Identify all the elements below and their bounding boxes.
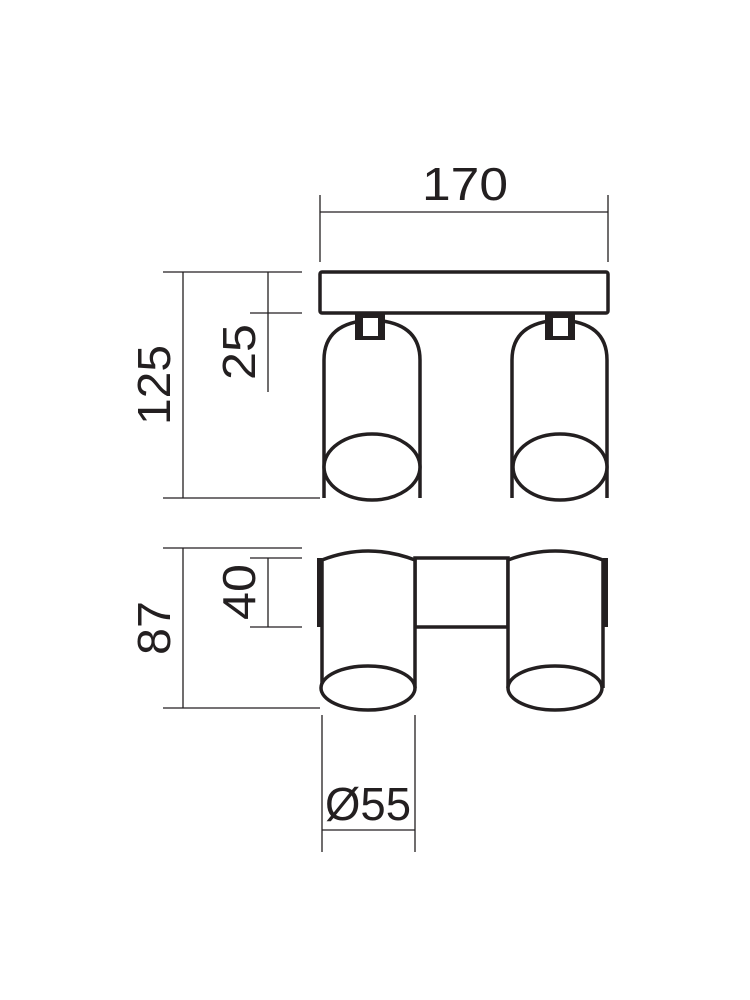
depth-label: 87 bbox=[128, 601, 180, 655]
spot-lens-2 bbox=[511, 432, 609, 502]
side-spot-lens-2 bbox=[506, 664, 604, 712]
side-plate-right bbox=[603, 558, 608, 627]
side-plate-left bbox=[317, 558, 322, 627]
diameter-label: Ø55 bbox=[325, 778, 411, 830]
front-view: 170 125 25 bbox=[128, 158, 610, 502]
connector-bar bbox=[413, 556, 510, 629]
side-view: 87 40 Ø55 bbox=[128, 547, 608, 852]
side-spot-body-2 bbox=[506, 549, 605, 688]
side-spot-lens-1 bbox=[319, 664, 417, 712]
bracket-1-inner bbox=[363, 318, 378, 336]
width-label: 170 bbox=[422, 158, 508, 210]
side-spot-body-1 bbox=[320, 549, 417, 688]
spot-lens-1 bbox=[322, 432, 422, 502]
plate-height-label: 25 bbox=[213, 324, 265, 380]
connector-height-label: 40 bbox=[213, 564, 265, 620]
bracket-2-inner bbox=[553, 318, 568, 336]
base-plate bbox=[318, 270, 610, 315]
height-label: 125 bbox=[128, 345, 180, 425]
